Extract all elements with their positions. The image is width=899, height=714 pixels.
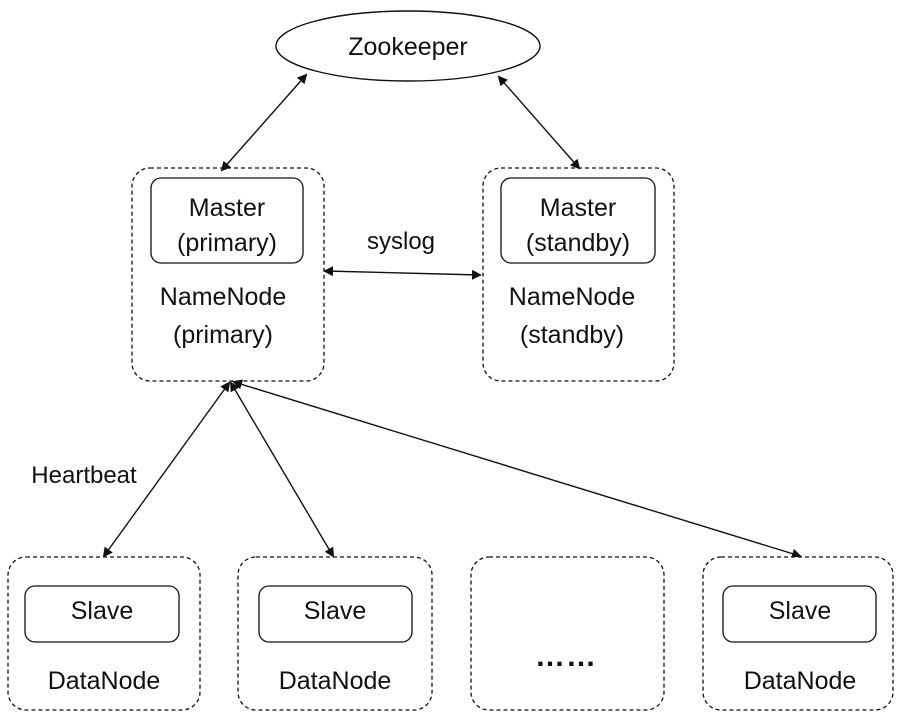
heartbeat-arrow-1 [102, 381, 231, 558]
master-primary-line2: (primary) [177, 229, 277, 257]
slave-box-4 [722, 585, 877, 643]
heartbeat-arrow-4 [232, 379, 802, 559]
slave-label-4: Slave [769, 597, 832, 625]
datanode-placeholder-box [470, 556, 665, 711]
zookeeper-node [275, 10, 541, 82]
namenode-primary-line2: (primary) [173, 321, 273, 349]
heartbeat-label: Heartbeat [31, 462, 137, 489]
slave-box-2 [258, 585, 413, 643]
slave-label-2: Slave [304, 597, 367, 625]
zookeeper-label: Zookeeper [348, 33, 468, 61]
slave-label-1: Slave [71, 597, 134, 625]
master-primary-line1: Master [189, 194, 265, 222]
syslog-arrow [323, 266, 482, 280]
syslog-label: syslog [367, 228, 435, 255]
namenode-standby-line2: (standby) [520, 321, 624, 349]
datanode-label-1: DataNode [48, 667, 161, 695]
master-standby-line2: (standby) [526, 229, 630, 257]
slave-box-1 [24, 585, 180, 643]
zookeeper-standby-arrow [497, 75, 581, 170]
zookeeper-primary-arrow [220, 73, 308, 172]
namenode-standby-line1: NameNode [509, 283, 635, 311]
datanode-placeholder-dots: …… [535, 640, 597, 673]
heartbeat-arrow-2 [229, 381, 335, 558]
namenode-primary-line1: NameNode [160, 283, 286, 311]
datanode-label-2: DataNode [279, 667, 392, 695]
master-primary-box [150, 177, 304, 264]
master-standby-box [500, 177, 656, 264]
datanode-label-4: DataNode [744, 667, 857, 695]
master-standby-line1: Master [540, 194, 616, 222]
